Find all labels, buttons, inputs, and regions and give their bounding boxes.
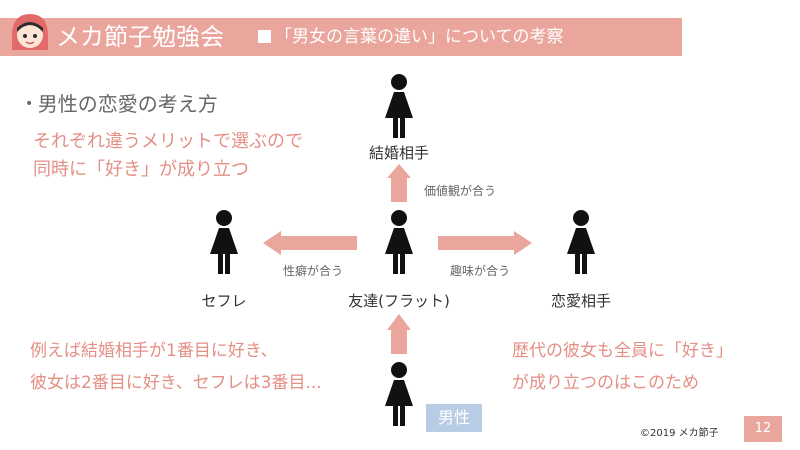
header-bar	[0, 18, 682, 56]
person-sefure-icon	[210, 210, 238, 274]
person-male-icon	[385, 362, 413, 426]
page-number: 12	[744, 416, 782, 442]
node-label-male: 男性	[426, 404, 482, 432]
person-marriage-icon	[385, 74, 413, 138]
bullet-text: 男性の恋愛の考え方	[37, 92, 218, 116]
note-bottom-left: 例えば結婚相手が1番目に好き、 彼女は2番目に好き、セフレは3番目...	[30, 335, 322, 399]
note-bottom-left-line-1: 例えば結婚相手が1番目に好き、	[30, 341, 278, 361]
avatar-icon	[12, 14, 48, 50]
note-bottom-right-line-1: 歴代の彼女も全員に「好き」	[512, 341, 733, 361]
header-subtitle-text: 「男女の言葉の違い」についての考察	[275, 27, 564, 47]
note-bottom-left-line-2: 彼女は2番目に好き、セフレは3番目...	[30, 373, 322, 393]
arrow-friend-to-marriage	[387, 164, 411, 202]
edge-label-sexual: 性癖が合う	[282, 264, 343, 278]
edge-label-values: 価値観が合う	[423, 184, 496, 198]
person-friend-icon	[385, 210, 413, 274]
arrow-male-to-friend	[387, 314, 411, 354]
note-top-line-1: それぞれ違うメリットで選ぶので	[33, 131, 303, 152]
node-label-friend: 友達(フラット)	[348, 292, 450, 310]
copyright: ©2019 メカ節子	[640, 428, 719, 439]
note-top: それぞれ違うメリットで選ぶので 同時に「好き」が成り立つ	[33, 128, 303, 184]
header-subtitle: 「男女の言葉の違い」についての考察	[258, 20, 564, 54]
node-label-marriage: 結婚相手	[368, 144, 429, 162]
edge-label-hobby: 趣味が合う	[449, 264, 510, 278]
node-label-sefure: セフレ	[201, 292, 247, 310]
slide-header: メカ節子勉強会 「男女の言葉の違い」についての考察	[0, 0, 800, 56]
bullet-dot-icon: •	[25, 96, 38, 112]
node-label-romance: 恋愛相手	[550, 292, 611, 310]
bullet-heading: • 男性の恋愛の考え方	[25, 88, 218, 117]
note-bottom-right-line-2: が成り立つのはこのため	[512, 373, 699, 393]
person-romance-icon	[567, 210, 595, 274]
square-icon	[258, 30, 271, 43]
note-top-line-2: 同時に「好き」が成り立つ	[33, 159, 249, 180]
note-bottom-right: 歴代の彼女も全員に「好き」 が成り立つのはこのため	[512, 335, 733, 399]
header-title: メカ節子勉強会	[56, 23, 224, 51]
arrow-friend-to-romance	[438, 231, 532, 255]
arrow-friend-to-sefure	[263, 231, 357, 255]
